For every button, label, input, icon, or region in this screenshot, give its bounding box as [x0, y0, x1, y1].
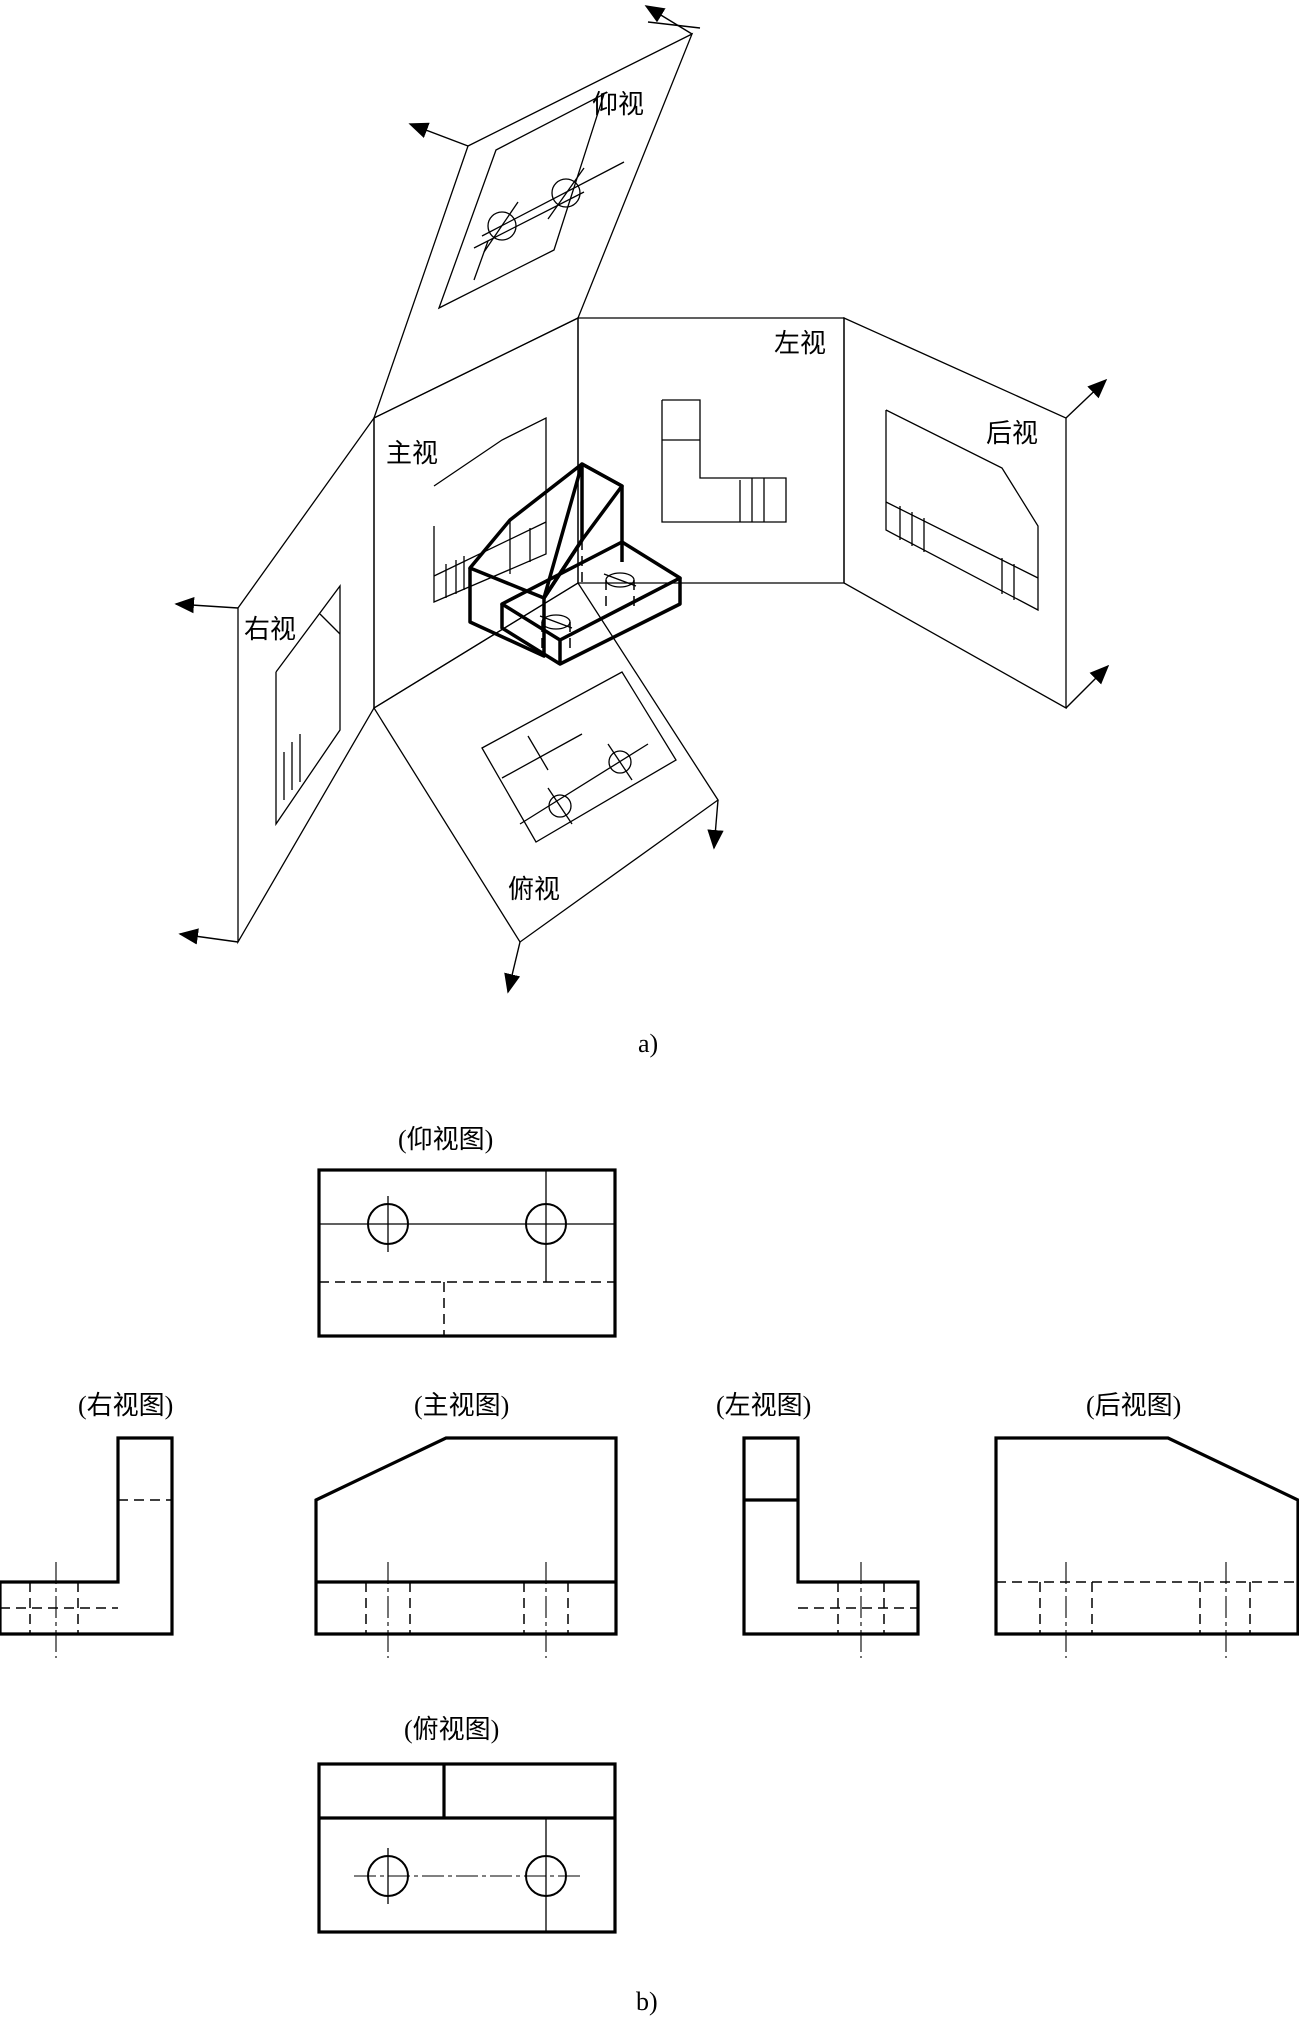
- top-view-label: 俯视: [508, 875, 560, 905]
- right-view-label: 右视: [244, 615, 296, 645]
- bottom-view-plane: 仰视: [372, 5, 701, 420]
- isometric-part: [468, 462, 682, 666]
- front-view-title: (主视图): [414, 1391, 509, 1420]
- left-view-label: 左视: [774, 329, 826, 359]
- bottom-view-label: 仰视: [592, 90, 644, 120]
- top-view-title: (俯视图): [404, 1715, 499, 1744]
- front-view-label: 主视: [386, 439, 438, 469]
- figure-a-caption: a): [638, 1029, 658, 1058]
- right-view-title: (右视图): [78, 1391, 173, 1420]
- bottom-view-drawing: (仰视图): [317, 1125, 617, 1338]
- left-view-drawing: (左视图): [716, 1391, 920, 1658]
- bottom-view-title: (仰视图): [398, 1125, 493, 1154]
- right-view-plane: 右视: [174, 415, 375, 945]
- rear-view-drawing: (后视图): [994, 1391, 1299, 1658]
- front-view-plane: 主视: [373, 316, 579, 710]
- left-view-title: (左视图): [716, 1391, 811, 1420]
- figure-b-six-views: (仰视图) (右视图) (主视图): [0, 1125, 1299, 2016]
- rear-view-label: 后视: [986, 419, 1038, 449]
- figure-b-caption: b): [636, 1987, 658, 2016]
- rear-view-plane: 后视: [843, 316, 1110, 710]
- top-view-plane: 俯视: [373, 582, 724, 994]
- front-view-drawing: (主视图): [314, 1391, 618, 1658]
- top-view-drawing: (俯视图): [317, 1715, 617, 1934]
- rear-view-title: (后视图): [1086, 1391, 1181, 1420]
- right-view-drawing: (右视图): [0, 1391, 174, 1658]
- figure-a-projection-box: 仰视 主视 左视: [174, 5, 1110, 1058]
